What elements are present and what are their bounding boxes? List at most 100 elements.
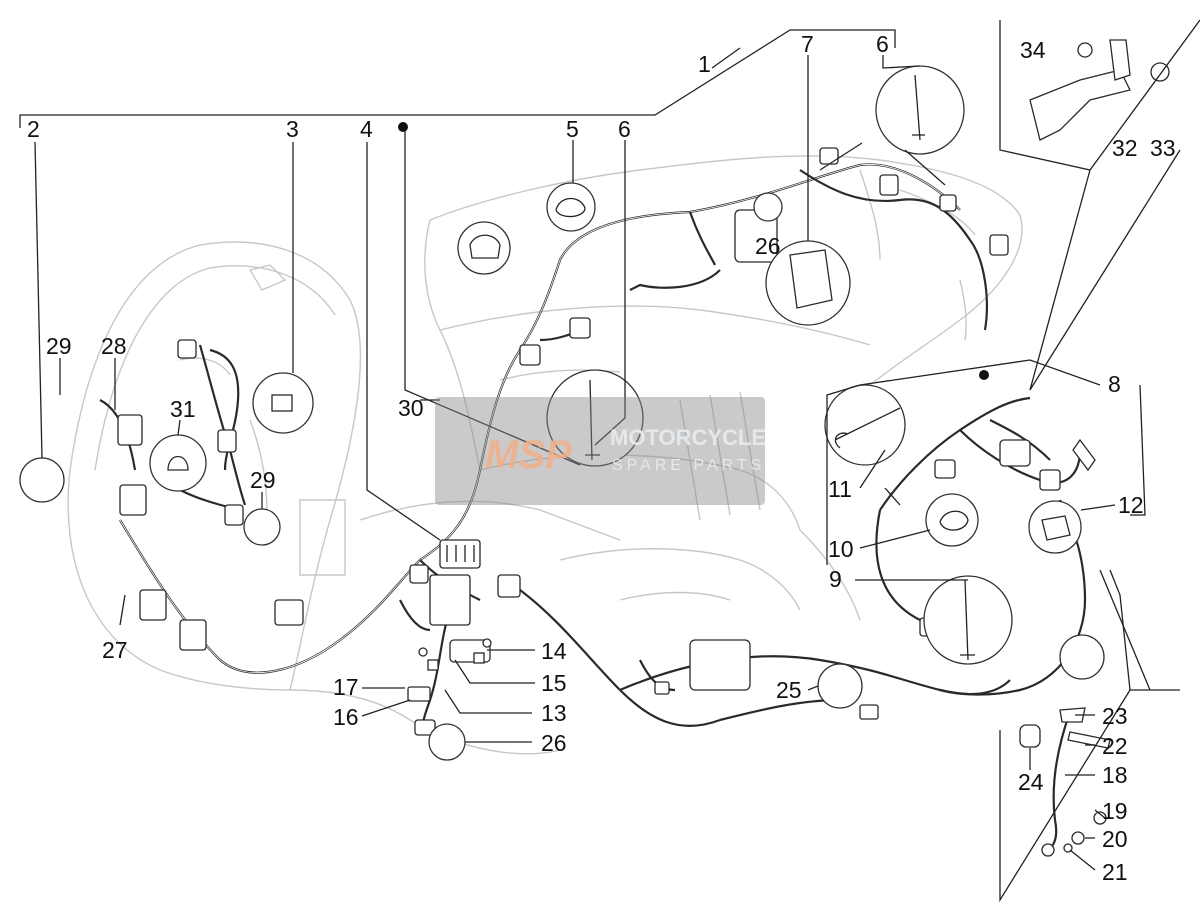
callout-9: 9	[829, 566, 842, 592]
callout-labels: 1 2 3 4 5 6 6 7 8 9 10 11 12 13 14 15 16…	[27, 31, 1176, 885]
screw-head	[1093, 811, 1107, 825]
callout-10: 10	[828, 536, 854, 562]
callout-33: 33	[1150, 135, 1176, 161]
callout-2: 2	[27, 116, 40, 142]
callout-1: 1	[698, 51, 711, 77]
fuse-box	[439, 539, 481, 569]
bracket-plate	[407, 686, 431, 702]
connector	[879, 174, 899, 196]
nut	[427, 659, 439, 671]
callout-28: 28	[101, 333, 127, 359]
watermark-panel	[435, 397, 765, 505]
callout-13: 13	[541, 700, 567, 726]
callout-22: 22	[1102, 733, 1128, 759]
clip-34	[1077, 42, 1093, 58]
dot-marker-icon	[979, 370, 989, 380]
terminal	[654, 681, 670, 695]
screw	[418, 647, 428, 657]
detail-clip-5	[546, 182, 596, 232]
detail-clip-26	[753, 192, 783, 222]
connector	[519, 344, 541, 366]
callout-30: 30	[398, 395, 424, 421]
connector	[217, 429, 237, 453]
callout-31: 31	[170, 396, 196, 422]
regulator	[429, 574, 471, 626]
callout-23: 23	[1102, 703, 1128, 729]
connector-block	[999, 439, 1031, 467]
callout-4: 4	[360, 116, 373, 142]
callout-14: 14	[541, 638, 567, 664]
callout-29-left: 29	[46, 333, 72, 359]
detail-cable-tie	[875, 65, 965, 155]
connector	[179, 619, 207, 651]
detail-clip-26b	[428, 723, 466, 761]
connector	[819, 147, 839, 165]
nut	[473, 652, 485, 664]
watermark-line1: MOTORCYCLE	[610, 425, 766, 450]
connector	[939, 194, 957, 212]
detail-circles	[19, 65, 1105, 761]
callout-29-right: 29	[250, 467, 276, 493]
terminal	[1072, 438, 1096, 472]
callout-16: 16	[333, 704, 359, 730]
callout-8: 8	[1108, 371, 1121, 397]
small-connector	[1039, 469, 1061, 491]
detail-clip-2	[19, 457, 65, 503]
washer	[1071, 831, 1085, 845]
watermark-line2: SPARE PARTS	[612, 457, 765, 474]
callout-34: 34	[1020, 37, 1046, 63]
detail-clip-29	[243, 508, 281, 546]
connector	[989, 234, 1009, 256]
detail-clip-25	[817, 663, 863, 709]
connector	[177, 339, 197, 359]
connector	[274, 599, 304, 626]
watermark-logo: MSP	[485, 433, 572, 477]
callout-6-mid: 6	[618, 116, 631, 142]
callout-15: 15	[541, 670, 567, 696]
detail-cable-tie-6	[546, 369, 644, 467]
callout-3: 3	[286, 116, 299, 142]
detail-clip-10	[925, 493, 979, 547]
callout-5: 5	[566, 116, 579, 142]
callout-32: 32	[1112, 135, 1138, 161]
rubber-cap	[1019, 724, 1041, 748]
callout-24: 24	[1018, 769, 1044, 795]
watermark: MSP MOTORCYCLE SPARE PARTS	[435, 397, 766, 505]
dot-marker-icon	[398, 122, 408, 132]
leader-lines	[19, 19, 1200, 903]
callout-11: 11	[828, 476, 852, 502]
callout-12: 12	[1118, 492, 1144, 518]
connector	[497, 574, 521, 598]
connector	[119, 484, 147, 516]
ground-cable-18	[1019, 707, 1111, 857]
callout-17: 17	[333, 674, 359, 700]
callout-26-bottom: 26	[541, 730, 567, 756]
callout-6-top: 6	[876, 31, 889, 57]
callout-21: 21	[1102, 859, 1128, 885]
ring-terminal	[1059, 707, 1086, 723]
callout-27: 27	[102, 637, 128, 663]
connector	[409, 564, 429, 584]
callout-18: 18	[1102, 762, 1128, 788]
components	[117, 147, 1009, 736]
detail-clip	[1059, 634, 1105, 680]
connector	[224, 504, 244, 526]
detail-cable-tie-9	[923, 575, 1013, 665]
callout-19: 19	[1102, 798, 1128, 824]
bolt	[1067, 731, 1111, 749]
screw	[482, 638, 492, 648]
callout-20: 20	[1102, 826, 1128, 852]
connector	[139, 589, 167, 621]
ring-terminal	[1041, 843, 1055, 857]
callout-7: 7	[801, 31, 814, 57]
connector	[569, 317, 591, 339]
bracket-32	[1029, 39, 1170, 141]
callout-26-top: 26	[755, 233, 781, 259]
connector	[414, 719, 436, 736]
connector	[117, 414, 143, 446]
small-connector	[934, 459, 956, 479]
callout-25: 25	[776, 677, 802, 703]
battery-lead-holder	[689, 639, 751, 691]
clip	[859, 704, 879, 720]
